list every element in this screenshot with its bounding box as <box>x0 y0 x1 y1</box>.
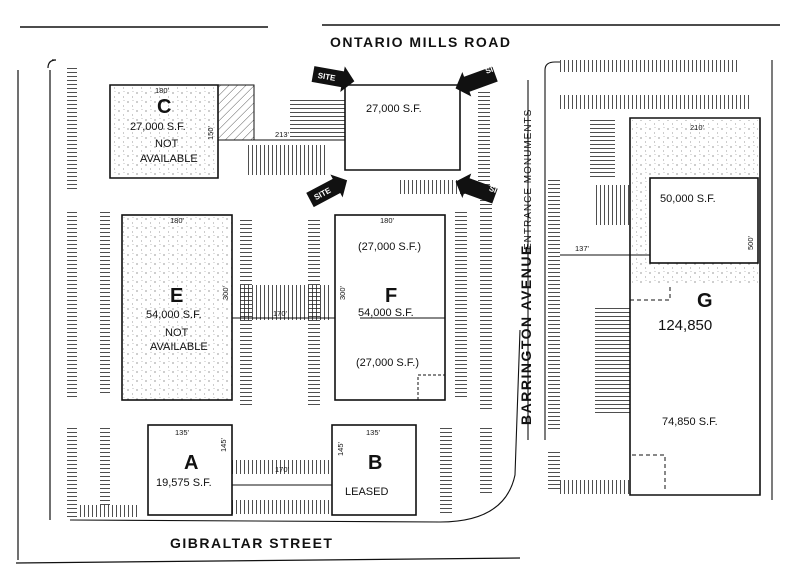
road-label-ontario-mills: ONTARIO MILLS ROAD <box>330 34 512 50</box>
building-g-setback: 137' <box>575 244 590 253</box>
building-site-area: 27,000 S.F. <box>366 103 422 115</box>
site-marker-3: SITE <box>306 174 348 208</box>
building-a-depth: 145' <box>219 437 228 452</box>
building-g[interactable] <box>560 117 761 496</box>
building-f-letter: F <box>385 285 397 307</box>
building-f-width: 180' <box>380 216 395 225</box>
building-e-depth: 300' <box>221 285 230 300</box>
building-f-area: 54,000 S.F. <box>358 307 414 319</box>
building-a-letter: A <box>184 452 198 474</box>
building-b-status: LEASED <box>345 486 388 498</box>
building-e[interactable] <box>121 214 233 401</box>
building-a-width: 135' <box>175 428 190 437</box>
building-g-letter: G <box>697 290 713 312</box>
building-f-depth: 300' <box>338 285 347 300</box>
building-g-width: 210' <box>690 123 705 132</box>
building-ef-gap: 170' <box>273 309 288 318</box>
building-c-depth: 150' <box>206 125 215 140</box>
building-ab-gap: 170' <box>275 465 290 474</box>
building-b-depth: 145' <box>336 441 345 456</box>
site-marker-1: SITE <box>311 66 355 93</box>
building-e-area: 54,000 S.F. <box>146 309 202 321</box>
road-label-barrington: BARRINGTON AVENUE <box>518 244 534 425</box>
building-c-letter: C <box>157 96 171 118</box>
building-f-upper-area: (27,000 S.F.) <box>358 241 421 253</box>
building-a-area: 19,575 S.F. <box>156 477 212 489</box>
building-c[interactable] <box>109 84 255 179</box>
building-c-width: 180' <box>155 86 170 95</box>
entrance-monuments-label: ENTRANCE MONUMENTS <box>523 109 534 250</box>
building-c-area: 27,000 S.F. <box>130 121 186 133</box>
building-f-lower-area: (27,000 S.F.) <box>356 357 419 369</box>
building-a[interactable] <box>147 424 233 516</box>
site-marker-4: SITE <box>455 173 508 204</box>
building-g-upper-area: 50,000 S.F. <box>660 193 716 205</box>
building-e-width: 180' <box>170 216 185 225</box>
building-g-lower-area: 74,850 S.F. <box>662 416 718 428</box>
building-e-status-1: NOT <box>165 327 189 339</box>
building-site-width: 213' <box>275 130 290 139</box>
building-g-depth: 500' <box>746 235 755 250</box>
site-marker-1-label: SITE <box>317 71 337 83</box>
parking-stalls <box>67 60 750 520</box>
building-f[interactable] <box>232 214 446 401</box>
road-lines <box>15 24 780 564</box>
building-e-letter: E <box>170 285 183 307</box>
building-b-width: 135' <box>366 428 381 437</box>
building-c-status-2: AVAILABLE <box>140 153 198 165</box>
road-label-gibraltar: GIBRALTAR STREET <box>170 535 333 551</box>
building-b[interactable] <box>232 424 417 516</box>
building-e-status-2: AVAILABLE <box>150 341 208 353</box>
building-g-total: 124,850 <box>658 317 712 334</box>
building-c-status-1: NOT <box>155 138 179 150</box>
building-b-letter: B <box>368 452 382 474</box>
building-site[interactable] <box>218 84 461 171</box>
